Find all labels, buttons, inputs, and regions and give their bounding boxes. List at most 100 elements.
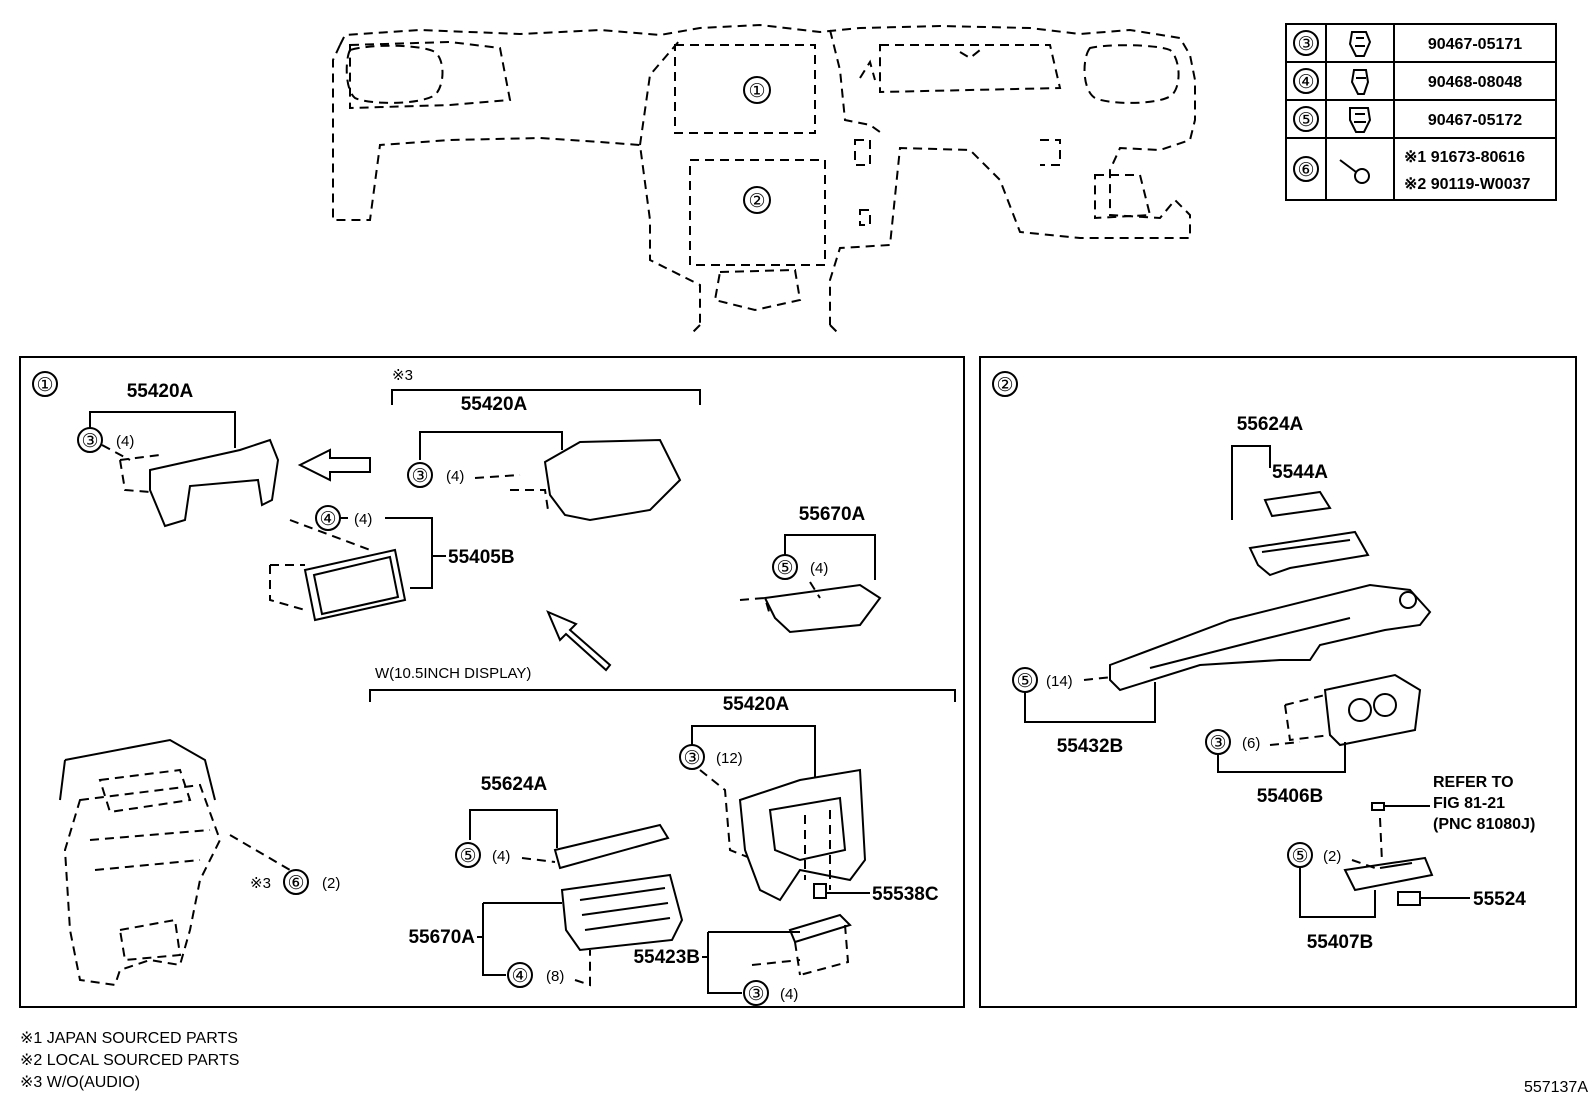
svg-text:①: ①: [748, 81, 765, 102]
svg-text:55407B: 55407B: [1307, 932, 1374, 953]
svg-text:55624A: 55624A: [1237, 414, 1304, 435]
screw-icon: [1339, 159, 1370, 184]
svg-text:55420A: 55420A: [461, 394, 528, 415]
svg-text:90467-05172: 90467-05172: [1428, 112, 1522, 129]
note3-bracket: ※3: [391, 367, 701, 405]
svg-text:55420A: 55420A: [127, 381, 194, 402]
svg-text:③: ③: [683, 748, 700, 769]
svg-text:③: ③: [1209, 733, 1226, 754]
svg-text:※1 91673-80616: ※1 91673-80616: [1404, 149, 1525, 166]
svg-text:FIG 81-21: FIG 81-21: [1433, 795, 1505, 812]
svg-text:③: ③: [411, 466, 428, 487]
fastener-table: ③ 90467-05171 ④ 90468-08048 ⑤ 90467-0517…: [1285, 23, 1557, 201]
svg-text:55670A: 55670A: [799, 504, 866, 525]
overview-callout-2: ②: [743, 186, 771, 214]
lower-switch-panel: ⑤ (2) 55407B: [1287, 817, 1434, 953]
center-control-unit: ③ (6) 55406B: [1205, 673, 1422, 807]
svg-text:②: ②: [748, 191, 765, 212]
svg-text:⑤: ⑤: [1016, 671, 1033, 692]
svg-text:③: ③: [81, 431, 98, 452]
panel-2-tag: ②: [992, 371, 1018, 397]
svg-text:(PNC 81080J): (PNC 81080J): [1433, 816, 1535, 833]
svg-text:⑤: ⑤: [776, 558, 793, 579]
svg-text:(14): (14): [1046, 673, 1073, 690]
refer-note: REFER TO FIG 81-21 (PNC 81080J): [1371, 774, 1535, 833]
footnotes: ※1 JAPAN SOURCED PARTS ※2 LOCAL SOURCED …: [20, 1030, 239, 1091]
svg-text:REFER TO: REFER TO: [1433, 774, 1514, 791]
svg-text:④: ④: [319, 509, 336, 530]
console-top-trim: 55624A 5544A: [1231, 414, 1370, 577]
svg-text:①: ①: [36, 375, 53, 396]
switch-55524: 55524: [1397, 889, 1526, 910]
display-option-bracket: W(10.5INCH DISPLAY): [369, 665, 956, 702]
svg-text:W(10.5INCH DISPLAY): W(10.5INCH DISPLAY): [375, 665, 531, 682]
svg-text:⑥: ⑥: [1297, 160, 1314, 181]
center-console: ⑤ (14) 55432B: [1012, 583, 1432, 757]
fastener-row: ⑤ 90467-05172: [1293, 106, 1522, 133]
svg-text:(4): (4): [354, 511, 372, 528]
svg-text:(2): (2): [322, 875, 340, 892]
svg-text:90467-05171: 90467-05171: [1428, 36, 1522, 53]
svg-text:(4): (4): [780, 986, 798, 1003]
clip-icon: [1349, 107, 1372, 133]
svg-text:(2): (2): [1323, 848, 1341, 865]
svg-text:③: ③: [747, 984, 764, 1005]
svg-text:②: ②: [996, 375, 1013, 396]
svg-text:(8): (8): [546, 968, 564, 985]
clip-icon: [1348, 31, 1372, 57]
display-frame: ④ (4) 55405B: [269, 505, 515, 622]
svg-text:※3: ※3: [250, 875, 271, 892]
svg-text:⑤: ⑤: [459, 846, 476, 867]
svg-text:55432B: 55432B: [1057, 736, 1124, 757]
switch-bar: 55624A ⑤ (4): [455, 774, 670, 870]
upper-mid-cover: 55420A ③ (4): [407, 394, 682, 522]
svg-text:55405B: 55405B: [448, 547, 515, 568]
svg-text:※2 LOCAL SOURCED PARTS: ※2 LOCAL SOURCED PARTS: [20, 1052, 239, 1069]
overview-callout-1: ①: [743, 76, 771, 104]
dashboard-detail-sketch: ※3 ⑥ (2): [59, 738, 340, 987]
svg-text:5544A: 5544A: [1272, 462, 1328, 483]
svg-text:55423B: 55423B: [633, 947, 700, 968]
svg-text:55624A: 55624A: [481, 774, 548, 795]
svg-text:(12): (12): [716, 750, 743, 767]
figure-id: 557137A: [1524, 1079, 1588, 1096]
svg-text:⑤: ⑤: [1291, 846, 1308, 867]
svg-text:⑤: ⑤: [1297, 110, 1314, 131]
svg-text:※3 W/O(AUDIO): ※3 W/O(AUDIO): [20, 1074, 140, 1091]
lower-bracket: 55423B ③ (4): [633, 913, 852, 1006]
clip-55538c: 55538C: [813, 883, 939, 905]
fastener-row: ③ 90467-05171: [1293, 30, 1522, 57]
svg-text:※2 90119-W0037: ※2 90119-W0037: [1404, 176, 1530, 193]
svg-text:55406B: 55406B: [1257, 786, 1324, 807]
svg-text:⑥: ⑥: [287, 873, 304, 894]
svg-text:(4): (4): [810, 560, 828, 577]
panel-1-frame: [19, 356, 965, 1008]
ac-control-panel: 55670A ④ (8): [408, 873, 684, 988]
panel-1-tag: ①: [32, 371, 58, 397]
arrow-up-left: [546, 610, 612, 672]
svg-text:④: ④: [511, 966, 528, 987]
fastener-row: ④ 90468-08048: [1293, 68, 1522, 95]
svg-text:55524: 55524: [1473, 889, 1526, 910]
fastener-row: ⑥ ※1 91673-80616 ※2 90119-W0037: [1293, 149, 1530, 193]
dashboard-overview: [332, 23, 1196, 336]
svg-text:90468-08048: 90468-08048: [1428, 74, 1522, 91]
upper-right-vent: 55670A ⑤ (4): [739, 504, 882, 634]
arrow-left: [297, 448, 371, 482]
svg-text:55420A: 55420A: [723, 694, 790, 715]
panel-2-frame: [979, 356, 1577, 1008]
svg-text:(4): (4): [446, 468, 464, 485]
svg-text:④: ④: [1297, 72, 1314, 93]
svg-text:55670A: 55670A: [408, 927, 475, 948]
svg-text:(6): (6): [1242, 735, 1260, 752]
svg-text:※3: ※3: [392, 367, 413, 384]
svg-text:(4): (4): [492, 848, 510, 865]
clip-icon: [1350, 69, 1370, 95]
svg-text:※1 JAPAN SOURCED PARTS: ※1 JAPAN SOURCED PARTS: [20, 1030, 238, 1047]
svg-text:(4): (4): [116, 433, 134, 450]
svg-text:③: ③: [1297, 34, 1314, 55]
svg-text:55538C: 55538C: [872, 884, 939, 905]
lower-cluster-panel: 55420A ③ (12): [679, 694, 867, 902]
upper-left-cover: 55420A ③ (4): [77, 381, 280, 528]
